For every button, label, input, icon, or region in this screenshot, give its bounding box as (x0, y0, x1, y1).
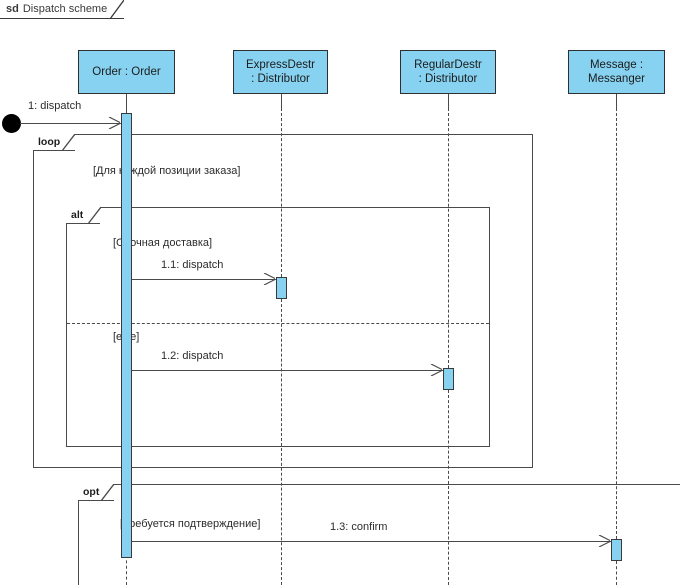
lifeline-stem-regulardestr-lower (448, 390, 449, 585)
message-label-1-1: 1.1: dispatch (161, 259, 224, 271)
lifeline-label-regulardestr-line2: : Distributor (418, 73, 478, 85)
lifeline-label-messenger-line2: Messanger (588, 73, 645, 85)
lifeline-label-messenger-line1: Message : (589, 59, 644, 71)
lifeline-stem-expressdestr (281, 108, 282, 277)
message-line-1-3[interactable] (132, 541, 611, 542)
lifeline-stem-regulardestr-top (448, 94, 449, 108)
diagram-title: Dispatch scheme (22, 3, 108, 15)
found-message-start-dot (2, 114, 21, 133)
lifeline-head-expressdestr[interactable]: ExpressDestr : Distributor (233, 50, 328, 94)
diagram-frame-tag: sd Dispatch scheme (0, 0, 124, 19)
lifeline-head-regulardestr[interactable]: RegularDestr : Distributor (400, 50, 496, 94)
lifeline-head-order[interactable]: Order : Order (78, 50, 175, 94)
lifeline-stem-regulardestr (448, 108, 449, 368)
fragment-alt-divider (67, 323, 489, 324)
message-label-1: 1: dispatch (28, 100, 82, 112)
fragment-opt-tag: opt (78, 484, 114, 501)
fragment-loop-operator: loop (38, 136, 61, 148)
fragment-alt-operator: alt (71, 209, 84, 221)
lifeline-stem-messenger-top (616, 94, 617, 108)
lifeline-stem-expressdestr-lower (281, 299, 282, 585)
lifeline-label-regulardestr-line1: RegularDestr (414, 59, 482, 71)
lifeline-stem-expressdestr-top (281, 94, 282, 108)
lifeline-stem-messenger (616, 108, 617, 539)
message-line-1-1[interactable] (132, 279, 276, 280)
fragment-loop-guard: [Для каждой позиции заказа] (93, 165, 241, 177)
fragment-alt-guard: [Срочная доставка] (113, 237, 213, 249)
activation-regulardestr[interactable] (443, 368, 454, 390)
lifeline-label-expressdestr-line1: ExpressDestr (245, 59, 316, 71)
message-line-1-2[interactable] (132, 370, 443, 371)
diagram-kind-keyword: sd (6, 3, 19, 15)
activation-expressdestr[interactable] (276, 277, 287, 299)
lifeline-head-messenger[interactable]: Message : Messanger (568, 50, 665, 94)
fragment-opt (78, 484, 680, 585)
message-label-1-2: 1.2: dispatch (161, 350, 224, 362)
message-line-1[interactable] (20, 123, 121, 124)
activation-messenger[interactable] (611, 539, 622, 561)
lifeline-stem-messenger-lower (616, 561, 617, 585)
fragment-alt-tag: alt (66, 207, 100, 224)
activation-order[interactable] (121, 113, 132, 558)
message-label-1-3: 1.3: confirm (330, 521, 388, 533)
fragment-opt-operator: opt (83, 486, 100, 498)
lifeline-stem-order (126, 94, 127, 114)
fragment-loop-tag: loop (33, 134, 75, 151)
lifeline-label-expressdestr-line2: : Distributor (251, 73, 310, 85)
fragment-loop (33, 134, 533, 468)
fragment-opt-guard: [Требуется подтверждение] (120, 518, 261, 530)
lifeline-label-order-line1: Order : Order (92, 66, 161, 78)
lifeline-stem-order-lower (126, 555, 127, 585)
